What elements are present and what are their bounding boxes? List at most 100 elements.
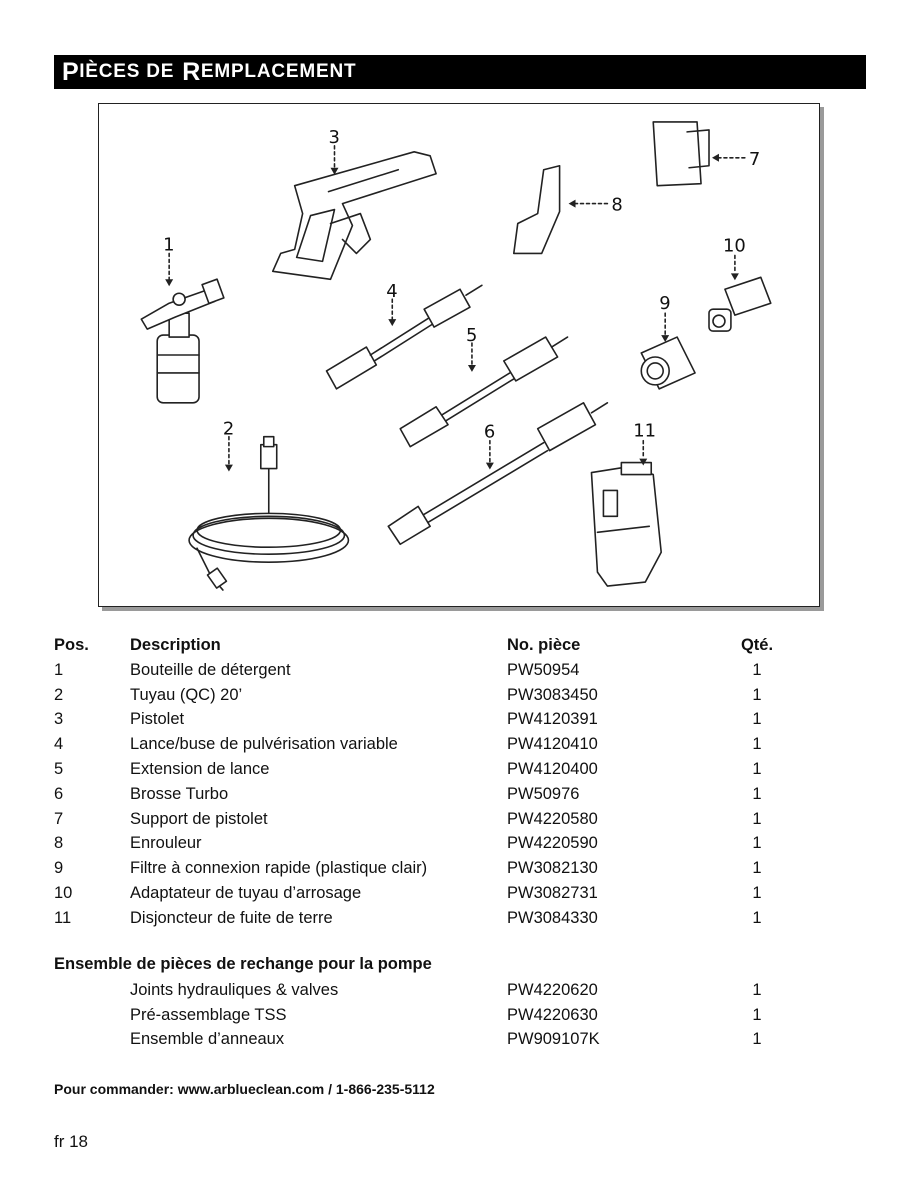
pump-kit-table: Joints hydrauliques & valves PW4220620 1 P…	[54, 978, 792, 1052]
row-pos: 4	[54, 735, 64, 754]
row-part-no: PW4220580	[507, 809, 598, 828]
row-qty: 1	[752, 1005, 762, 1024]
row-qty: 1	[752, 760, 762, 779]
table-row: 11 Disjoncteur de fuite de terre PW3084330…	[54, 906, 792, 931]
row-part-no: PW4120391	[507, 710, 598, 729]
callout-5: 5	[466, 325, 477, 346]
callout-arrowheads	[165, 153, 739, 472]
callout-9: 9	[659, 293, 670, 314]
table-row: 4 Lance/buse de pulvérisation variable PW4…	[54, 732, 792, 757]
order-info: Pour commander: www.arblueclean.com / 1-…	[54, 1081, 435, 1097]
callout-10: 10	[723, 235, 746, 256]
gfci-illustration	[590, 461, 662, 587]
row-description: Brosse Turbo	[130, 784, 229, 803]
row-part-no: PW4220590	[507, 834, 598, 853]
header-description: Description	[130, 635, 221, 654]
callout-2: 2	[223, 419, 234, 440]
row-pos: 1	[54, 660, 64, 679]
row-qty: 1	[752, 908, 762, 927]
row-description: Pistolet	[130, 710, 185, 729]
row-qty: 1	[752, 685, 762, 704]
row-part-no: PW3082130	[507, 859, 598, 878]
parts-illustration: 1 2 3 4 5 6 7 8 9 10 11	[98, 103, 820, 607]
callout-11: 11	[633, 421, 656, 442]
row-description: Tuyau (QC) 20’	[130, 685, 243, 704]
row-pos: 2	[54, 685, 64, 704]
variable-nozzle-wand-illustration	[325, 284, 483, 390]
row-pos: 8	[54, 834, 64, 853]
row-description: Disjoncteur de fuite de terre	[130, 908, 333, 927]
row-pos: 9	[54, 859, 64, 878]
garden-hose-adapter-illustration	[708, 276, 772, 332]
title-rest-1: IÈCES DE	[79, 61, 175, 82]
row-description: Ensemble d’anneaux	[130, 1030, 285, 1049]
row-description: Support de pistolet	[130, 809, 268, 828]
hose-illustration	[188, 435, 350, 591]
row-part-no: PW4220630	[507, 1005, 598, 1024]
callout-7: 7	[749, 149, 760, 170]
row-qty: 1	[752, 784, 762, 803]
row-pos: 11	[54, 908, 72, 927]
row-pos: 5	[54, 760, 64, 779]
row-qty: 1	[752, 735, 762, 754]
gun-holder-illustration	[652, 121, 710, 187]
detergent-bottle-illustration	[140, 278, 225, 404]
table-row: 5 Extension de lance PW4120400 1	[54, 757, 792, 782]
table-row: 3 Pistolet PW4120391 1	[54, 708, 792, 733]
page-number: fr 18	[54, 1132, 89, 1151]
parts-table-header: Pos. Description No. pièce Qté.	[54, 632, 792, 658]
row-description: Enrouleur	[130, 834, 202, 853]
row-part-no: PW909107K	[507, 1030, 600, 1049]
row-part-no: PW3082731	[507, 884, 598, 903]
parts-drawing: 1 2 3 4 5 6 7 8 9 10 11	[140, 121, 772, 591]
row-description: Adaptateur de tuyau d’arrosage	[130, 884, 362, 903]
title-initial-1: P	[62, 57, 80, 86]
row-qty: 1	[752, 710, 762, 729]
callout-arrows	[168, 145, 746, 466]
turbo-brush-illustration	[387, 402, 609, 546]
title-initial-2: R	[182, 57, 201, 86]
row-description: Lance/buse de pulvérisation variable	[130, 735, 398, 754]
row-qty: 1	[752, 859, 762, 878]
header-qty: Qté.	[740, 635, 774, 654]
row-description: Bouteille de détergent	[130, 660, 291, 679]
table-row: 2 Tuyau (QC) 20’ PW3083450 1	[54, 683, 792, 708]
header-pos: Pos.	[54, 635, 89, 654]
row-description: Joints hydrauliques & valves	[130, 980, 339, 999]
row-qty: 1	[752, 980, 762, 999]
callout-6: 6	[484, 422, 495, 443]
callout-4: 4	[386, 281, 397, 302]
header-part-no: No. pièce	[507, 635, 581, 654]
row-description: Pré-assemblage TSS	[130, 1005, 287, 1024]
row-pos: 7	[54, 809, 64, 828]
row-part-no: PW3084330	[507, 908, 598, 927]
callout-8: 8	[611, 195, 622, 216]
callout-3: 3	[329, 127, 340, 148]
title-rest-2: EMPLACEMENT	[200, 61, 357, 82]
hose-hook-illustration	[512, 164, 561, 255]
row-part-no: PW3083450	[507, 685, 598, 704]
row-pos: 6	[54, 784, 64, 803]
row-qty: 1	[752, 660, 762, 679]
table-row: Pré-assemblage TSS PW4220630 1	[54, 1003, 792, 1028]
row-part-no: PW4220620	[507, 980, 598, 999]
row-part-no: PW4120400	[507, 760, 598, 779]
table-row: Ensemble d’anneaux PW909107K 1	[54, 1028, 792, 1053]
row-qty: 1	[752, 884, 762, 903]
table-row: Joints hydrauliques & valves PW4220620 1	[54, 978, 792, 1003]
row-part-no: PW4120410	[507, 735, 598, 754]
row-description: Extension de lance	[130, 760, 270, 779]
lance-extension-illustration	[399, 336, 569, 448]
row-part-no: PW50976	[507, 784, 580, 803]
parts-table: Pos. Description No. pièce Qté. 1 Bouteil…	[54, 632, 792, 931]
row-qty: 1	[752, 1030, 762, 1049]
row-pos: 3	[54, 710, 64, 729]
pump-kit-title: Ensemble de pièces de rechange pour la p…	[54, 955, 432, 973]
callout-1: 1	[163, 234, 174, 255]
